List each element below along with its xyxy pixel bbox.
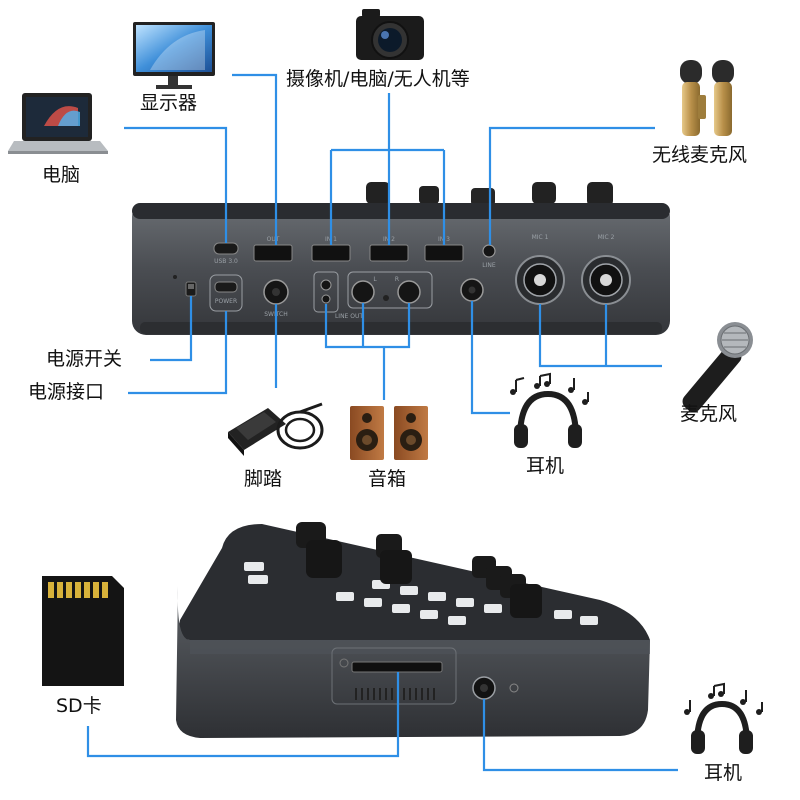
power-port-label-text: 电源接口 <box>28 381 105 403</box>
headphone-top-label: 耳机 <box>526 455 565 477</box>
laptop-icon <box>8 93 108 154</box>
microphone-icon <box>682 322 753 413</box>
computer-label: 电脑 <box>42 164 81 186</box>
line-out-group: LINE OUT L R <box>313 271 433 320</box>
line-in-label: LINE <box>482 262 496 269</box>
top-knobs-side <box>296 522 542 618</box>
wireless-mic-icon <box>680 60 734 136</box>
foot-pedal-icon <box>228 402 324 456</box>
hdmi-out-port: OUT <box>253 236 293 262</box>
wireless-mic-label: 无线麦克风 <box>652 144 748 166</box>
monitor-label: 显示器 <box>140 92 198 114</box>
sd-card-slot <box>351 661 443 673</box>
monitor-icon <box>133 22 215 89</box>
usb-port-label: USB 3.0 <box>214 258 238 265</box>
headphone-bottom-label: 耳机 <box>704 762 743 784</box>
headphone-icon <box>684 682 763 754</box>
mic2-combo-jack: MIC 2 <box>581 234 631 305</box>
speaker-icon <box>350 406 428 460</box>
sd-card-icon <box>42 576 124 686</box>
headphone-icon <box>510 372 589 448</box>
connector-lines-top <box>124 73 662 415</box>
camera-icon <box>356 9 424 60</box>
connector-lines-bottom <box>86 672 678 772</box>
sd-card-label: SD卡 <box>56 695 102 717</box>
usb-c-port: USB 3.0 <box>213 242 239 265</box>
speaker-label: 音箱 <box>368 468 407 490</box>
top-buttons <box>244 562 598 625</box>
microphone-label: 麦克风 <box>680 403 738 425</box>
pedal-label: 脚踏 <box>244 468 283 490</box>
power-switch-label: 电源开关 <box>46 348 123 370</box>
mic2-label: MIC 2 <box>598 234 615 241</box>
mic1-combo-jack: MIC 1 <box>515 234 565 305</box>
power-switch <box>173 275 197 297</box>
mixer-rear-view: USB 3.0 POWER OUT IN 1 IN 2 IN 3 <box>132 182 670 335</box>
line-out-label: LINE OUT <box>335 313 363 320</box>
mic1-label: MIC 1 <box>532 234 549 241</box>
rear-headphone-jack <box>460 278 484 302</box>
mixer-side-view <box>176 522 650 738</box>
power-port-label: POWER <box>215 298 237 305</box>
right-channel-label: R <box>395 276 399 283</box>
hdmi-out-label: OUT <box>267 236 280 243</box>
camera-group-label: 摄像机/电脑/无人机等 <box>286 68 470 90</box>
left-channel-label: L <box>373 276 377 283</box>
